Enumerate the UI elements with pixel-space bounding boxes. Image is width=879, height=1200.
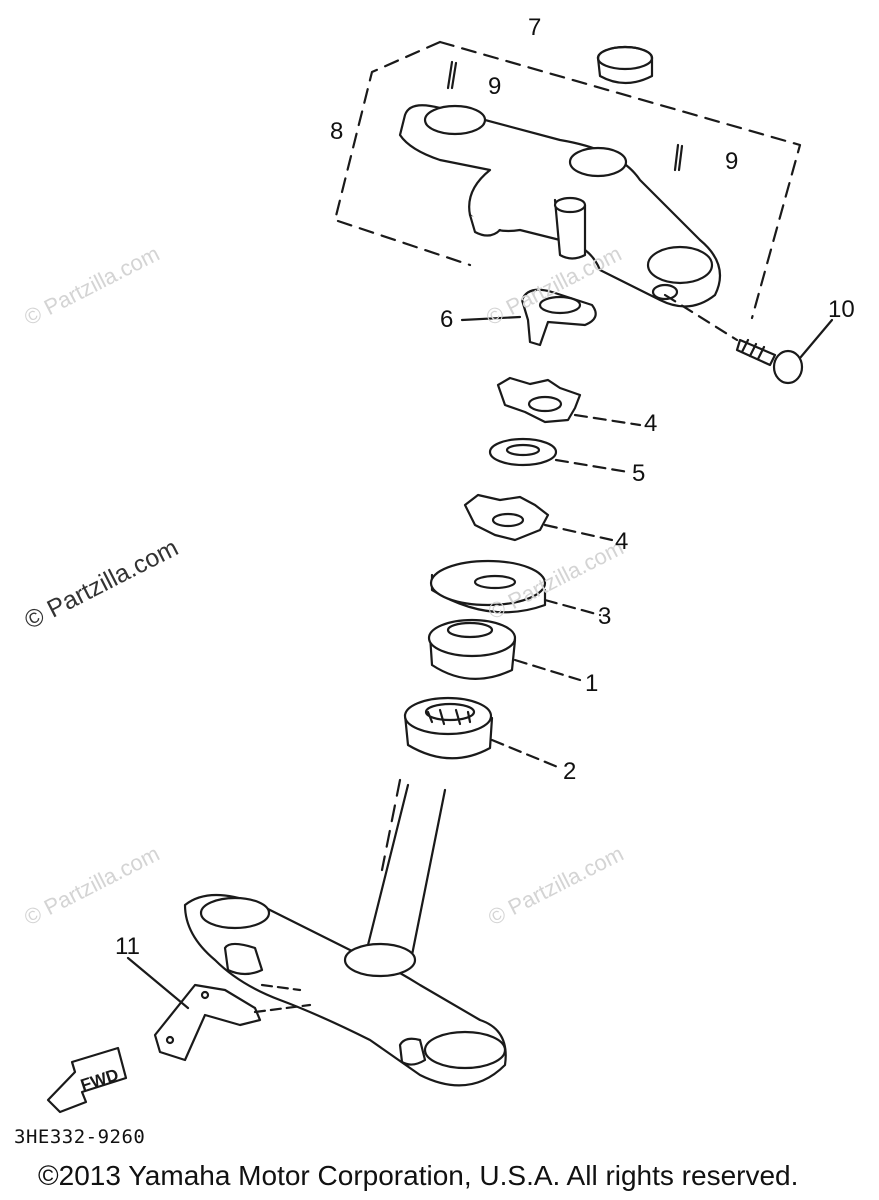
leader-4-upper [573,413,642,427]
ring-nut-4-upper [496,376,582,424]
callout-11: 11 [115,933,140,960]
callout-7: 7 [528,14,542,41]
leader-2 [490,738,562,770]
callout-1: 1 [585,670,599,697]
bearing-1 [427,618,517,680]
fwd-arrow-icon [46,1046,128,1114]
leader-4-lower [543,523,614,542]
callout-9-left: 9 [488,73,502,100]
callout-5: 5 [632,460,646,487]
bearing-2 [403,696,494,760]
callout-2: 2 [563,758,577,785]
upper-bracket-8 [398,104,722,308]
axis-bolt-line [663,293,739,342]
bolt-10 [735,338,804,385]
stem-axis-left [380,778,402,872]
leader-10 [798,318,834,360]
callout-3: 3 [598,603,612,630]
upper-bracket-dashed-outline [333,40,802,320]
copyright-notice: ©2013 Yamaha Motor Corporation, U.S.A. A… [38,1160,799,1191]
washer-5 [488,437,558,467]
callout-10: 10 [828,296,855,323]
callout-4-lower: 4 [615,528,629,555]
pin-9-right [673,143,684,172]
leader-1 [513,658,582,682]
leader-5 [554,458,630,474]
leader-3 [543,598,602,617]
pin-9-left [446,60,458,90]
callout-4-upper: 4 [644,410,658,437]
callout-9-right: 9 [725,148,739,175]
leader-11 [126,956,190,1010]
bracket-11 [153,983,262,1062]
lock-washer-6 [520,288,597,347]
leader-6 [460,315,522,322]
bracket-bolt-lines [253,983,312,1014]
dust-seal-3 [429,559,547,614]
ring-nut-4-lower [463,493,550,542]
cap-7 [596,45,654,85]
callout-6: 6 [440,306,454,333]
lower-bracket [183,783,507,1087]
part-code: 3HE332-9260 [14,1126,146,1148]
callout-8: 8 [330,118,344,145]
